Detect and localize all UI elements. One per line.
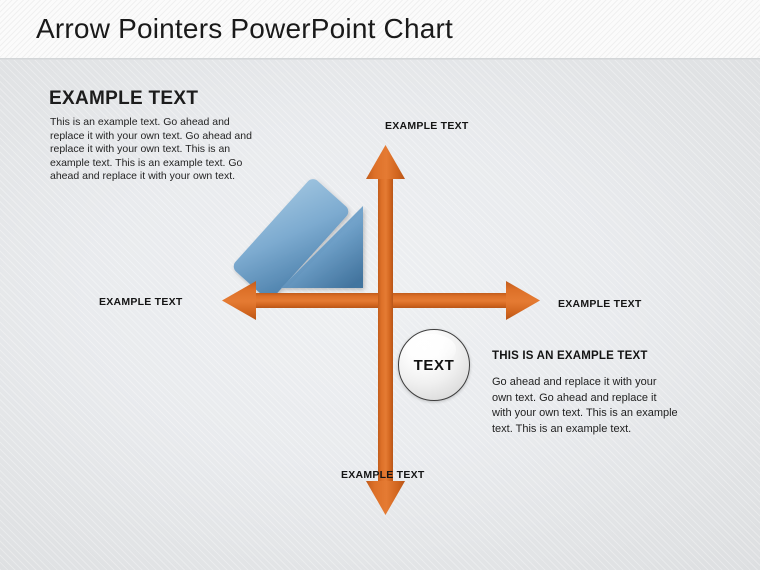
blue-arrow-shaft xyxy=(233,179,349,299)
page-title: Arrow Pointers PowerPoint Chart xyxy=(36,13,454,44)
arrow-label-right: EXAMPLE TEXT xyxy=(558,298,642,310)
left-text-block: EXAMPLE TEXT This is an example text. Go… xyxy=(49,88,261,184)
arrow-label-top: EXAMPLE TEXT xyxy=(385,120,469,132)
arrow-label-left: EXAMPLE TEXT xyxy=(99,296,183,308)
blue-arrow-head-rounded xyxy=(287,210,363,288)
arrow-label-bottom: EXAMPLE TEXT xyxy=(341,469,425,481)
arrow-head-left xyxy=(222,281,256,320)
vertical-arrow-shaft xyxy=(378,175,393,485)
arrow-head-top xyxy=(366,145,405,179)
arrow-head-bottom xyxy=(366,481,405,515)
arrow-pointers-diagram xyxy=(222,145,540,515)
vertical-double-arrow-icon xyxy=(366,145,405,515)
left-block-heading: EXAMPLE TEXT xyxy=(49,88,199,109)
right-text-block: THIS IS AN EXAMPLE TEXT Go ahead and rep… xyxy=(492,350,678,437)
blue-diagonal-arrow-icon xyxy=(233,179,363,299)
center-button-label: TEXT xyxy=(413,356,455,374)
slide-header xyxy=(0,0,760,58)
slide-body: EXAMPLE TEXT This is an example text. Go… xyxy=(0,60,760,570)
right-block-heading: THIS IS AN EXAMPLE TEXT xyxy=(492,350,648,362)
arrow-head-right xyxy=(506,281,540,320)
center-circle-button[interactable]: TEXT xyxy=(398,329,470,401)
header-divider xyxy=(0,58,760,60)
right-block-body: Go ahead and replace it with your own te… xyxy=(492,376,678,435)
left-block-body: This is an example text. Go ahead and re… xyxy=(50,116,252,183)
